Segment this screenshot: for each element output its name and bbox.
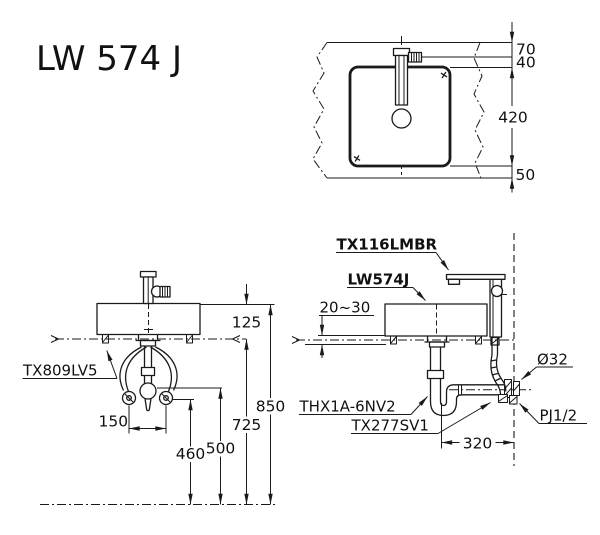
label-lw574j-leader [347, 287, 426, 301]
label-tx277sv1: TX277SV1 [351, 417, 429, 435]
front-view-dimension-lines [128, 284, 275, 505]
dim-front-850: 850 [256, 398, 286, 416]
title-block: LW 574 J [36, 39, 182, 79]
wall-gap-dimension-lines [319, 315, 374, 358]
supply-valves-front [121, 390, 174, 406]
top-view: 70 40 420 50 [312, 22, 536, 193]
label-thx1a-6nv2: THX1A-6NV2 [299, 398, 396, 416]
counter-edges [327, 42, 512, 179]
label-tx116lmbr: TX116LMBR [337, 236, 438, 254]
label-diameter-32-leader [521, 366, 573, 380]
fixing-screw-bottom-left [353, 155, 361, 162]
label-pj1-2: PJ1/2 [540, 407, 578, 425]
side-view: 20~30 320 TX116LMBR LW574J THX1A-6NV2 [291, 233, 587, 466]
dim-front-725: 725 [232, 416, 262, 434]
break-line-right [473, 42, 485, 179]
dim-side-wall-gap: 20~30 [320, 299, 371, 317]
wall-supply-fitting [498, 394, 518, 405]
label-tx277sv1-leader [351, 402, 491, 434]
wall-line-break-right [232, 335, 241, 343]
faucet-top [392, 47, 423, 106]
label-tx809lv5: TX809LV5 [22, 362, 98, 380]
supply-hose-side [490, 354, 507, 395]
dim-top-40: 40 [516, 54, 536, 72]
front-view: 125 850 725 500 460 150 TX809LV5 [22, 270, 286, 505]
supply-hoses-front [119, 346, 178, 392]
label-diameter-32: Ø32 [537, 351, 568, 369]
drawing-title: LW 574 J [36, 39, 182, 79]
label-thx1a-6nv2-leader [299, 396, 428, 415]
label-lw574j: LW574J [348, 271, 410, 289]
offset-dimension-lines [441, 403, 514, 449]
break-line-left [312, 42, 328, 179]
wall-line-break-left [50, 335, 59, 343]
fixing-screw-top-right [440, 71, 448, 79]
label-tx116lmbr-leader [336, 252, 449, 271]
dim-top-70: 70 [516, 41, 536, 59]
wall-line-side-break [291, 336, 300, 344]
dim-front-150: 150 [99, 413, 129, 431]
dim-front-500: 500 [206, 440, 236, 458]
dim-side-320: 320 [463, 435, 493, 453]
label-tx809lv5-leader [22, 350, 118, 379]
dim-front-460: 460 [176, 445, 206, 463]
faucet-front [139, 270, 171, 305]
drain-hole-top [391, 108, 412, 129]
label-pj1-2-leader [519, 403, 587, 424]
dim-top-420: 420 [498, 109, 528, 127]
mounting-bolts-side [390, 335, 482, 345]
mounting-bolts-front [102, 334, 193, 344]
faucet-side [445, 273, 507, 355]
dim-top-50: 50 [516, 166, 536, 184]
drain-assembly-front [135, 334, 161, 412]
dim-front-125: 125 [232, 314, 262, 332]
